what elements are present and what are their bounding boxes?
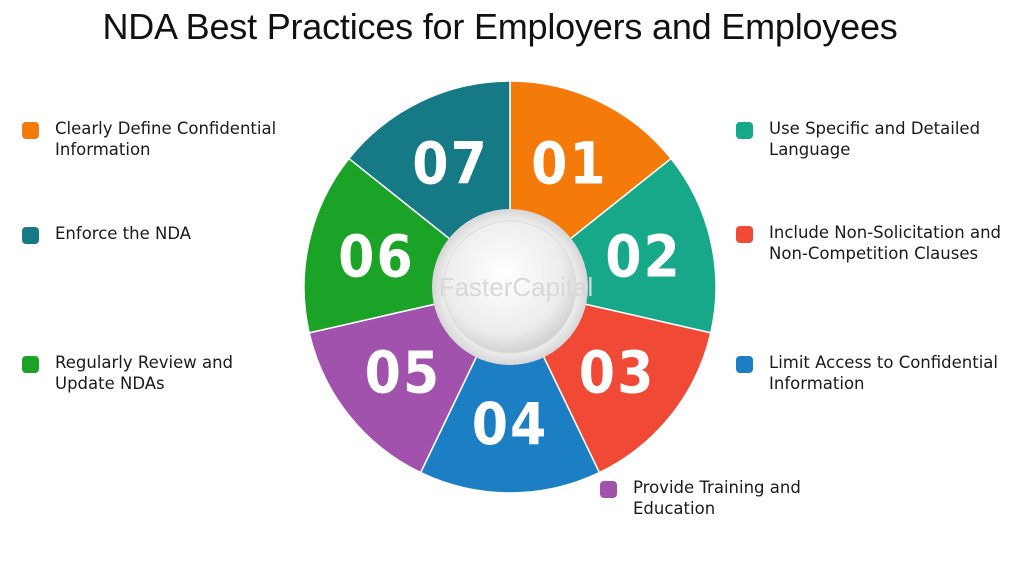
legend-item-06: Regularly Review and Update NDAs (22, 352, 275, 394)
legend-bullet-07 (22, 227, 39, 244)
legend-label-06: Regularly Review and Update NDAs (55, 353, 234, 393)
legend-label-03: Include Non-Solicitation and Non-Competi… (769, 223, 1002, 263)
legend-bullet-02 (736, 122, 753, 139)
legend-label-05: Provide Training and Education (633, 478, 801, 518)
legend-label-01: Clearly Define Confidential Information (55, 119, 277, 159)
legend-bullet-01 (22, 122, 39, 139)
watermark-text: FasterCapital (439, 272, 594, 302)
legend-item-03: Include Non-Solicitation and Non-Competi… (736, 222, 1024, 264)
legend-item-07: Enforce the NDA (22, 223, 305, 244)
hub (443, 220, 577, 354)
legend-bullet-03 (736, 226, 753, 243)
legend-bullet-05 (600, 481, 617, 498)
segment-number-02: 02 (605, 223, 682, 291)
segment-number-04: 04 (472, 390, 549, 458)
segment-number-06: 06 (338, 223, 415, 291)
legend-bullet-04 (736, 356, 753, 373)
legend-item-01: Clearly Define Confidential Information (22, 118, 305, 160)
legend-label-04: Limit Access to Confidential Information (769, 353, 998, 393)
segment-number-05: 05 (365, 338, 442, 406)
legend-item-05: Provide Training and Education (600, 477, 843, 519)
legend-label-02: Use Specific and Detailed Language (769, 119, 981, 159)
legend-bullet-06 (22, 356, 39, 373)
legend-item-04: Limit Access to Confidential Information (736, 352, 1019, 394)
segment-number-03: 03 (579, 338, 656, 406)
page-title: NDA Best Practices for Employers and Emp… (102, 6, 898, 47)
legend-item-02: Use Specific and Detailed Language (736, 118, 999, 160)
legend-label-07: Enforce the NDA (55, 224, 192, 243)
segment-number-01: 01 (531, 130, 608, 198)
segment-number-07: 07 (412, 130, 489, 198)
